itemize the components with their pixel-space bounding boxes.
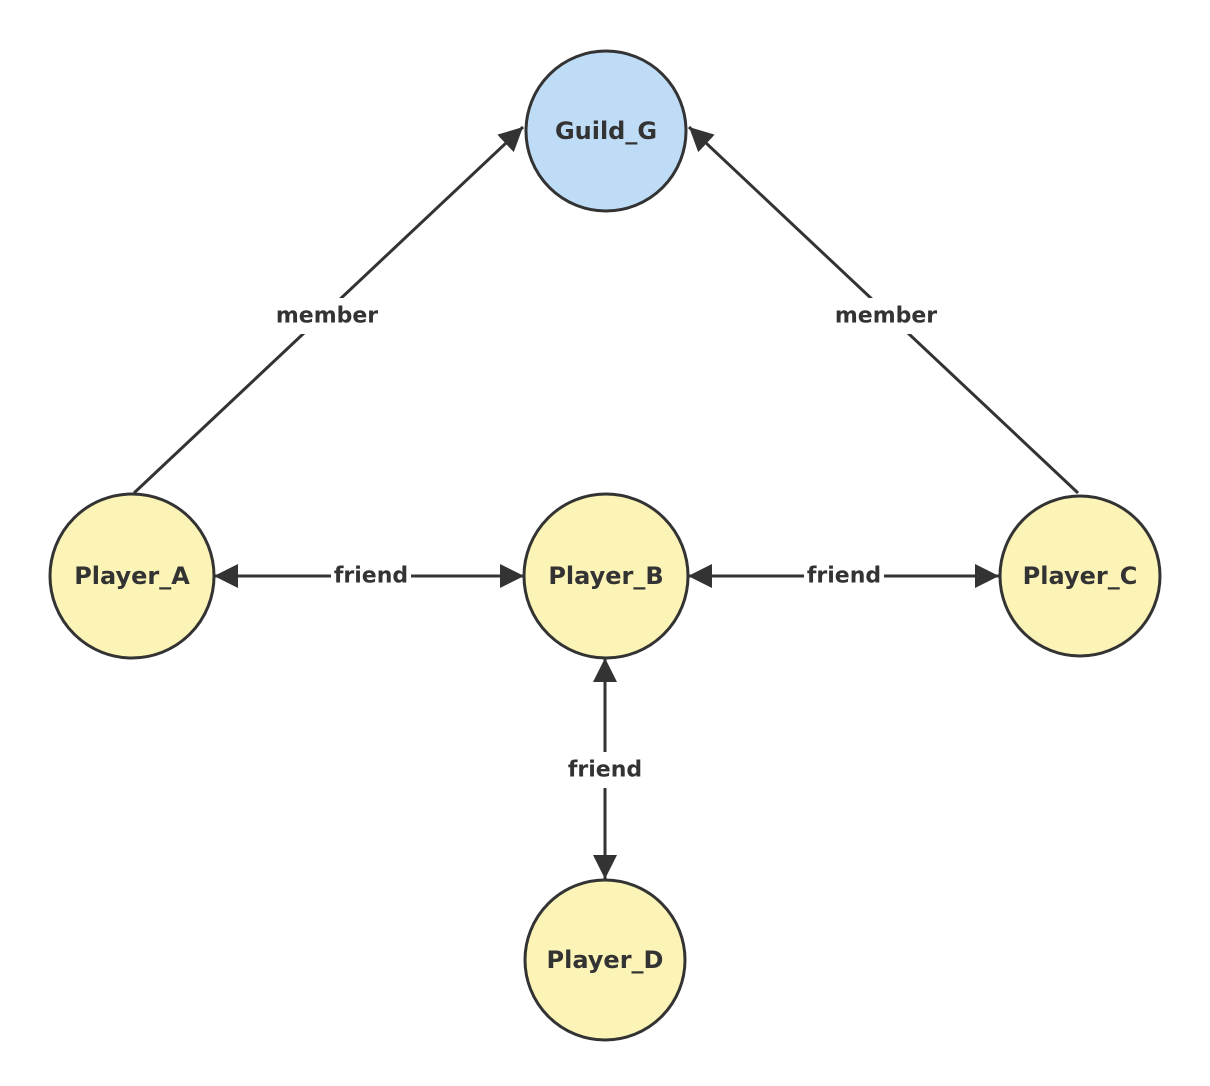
node-player-d: Player_D bbox=[523, 878, 687, 1042]
edge-label-c-guild-text: member bbox=[835, 304, 937, 329]
edge-label-a-guild: member bbox=[268, 298, 386, 334]
node-player-c-label: Player_C bbox=[1023, 562, 1138, 590]
edge-label-c-guild: member bbox=[827, 298, 945, 334]
edge-label-b-d-text: friend bbox=[568, 758, 642, 783]
edge-label-b-d: friend bbox=[563, 752, 647, 788]
node-player-b-label: Player_B bbox=[548, 562, 663, 590]
edge-label-b-c-text: friend bbox=[807, 564, 881, 589]
edge-label-b-c: friend bbox=[804, 560, 884, 592]
node-guild-g-label: Guild_G bbox=[555, 117, 657, 145]
node-player-d-label: Player_D bbox=[547, 946, 664, 974]
node-player-c: Player_C bbox=[998, 494, 1162, 658]
node-player-b: Player_B bbox=[522, 492, 690, 660]
edge-label-a-guild-text: member bbox=[276, 304, 378, 329]
node-player-a-label: Player_A bbox=[74, 562, 190, 590]
edge-label-a-b: friend bbox=[331, 560, 411, 592]
node-player-a: Player_A bbox=[48, 492, 216, 660]
edge-label-a-b-text: friend bbox=[334, 564, 408, 589]
node-guild-g: Guild_G bbox=[524, 49, 688, 213]
